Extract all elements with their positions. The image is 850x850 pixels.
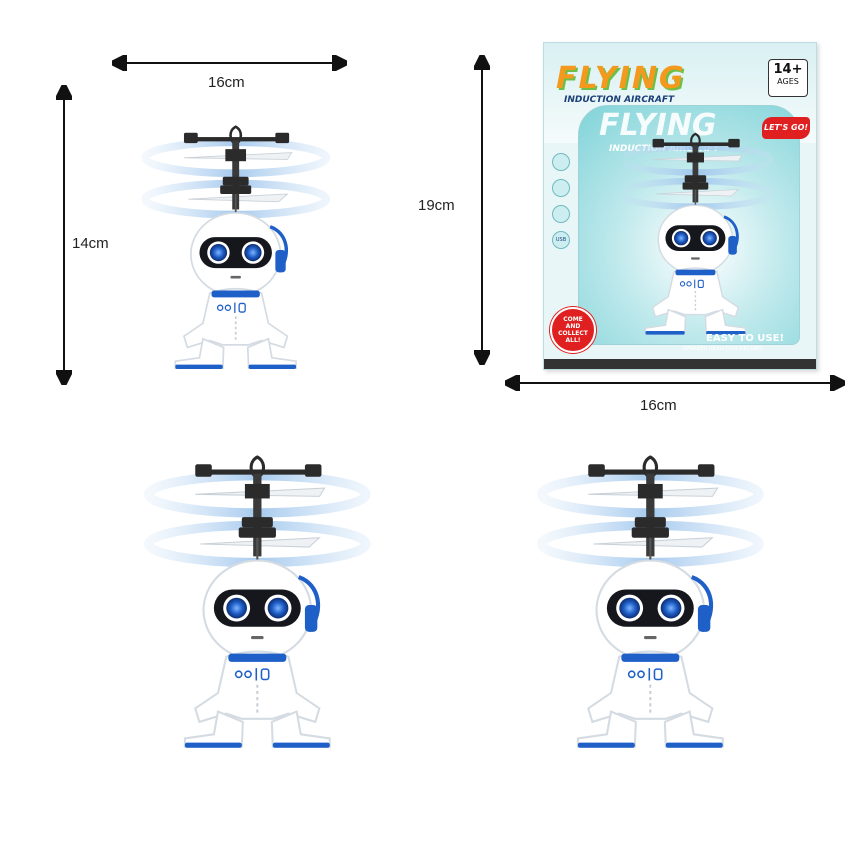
package-brand: FLYING <box>556 61 686 96</box>
box-width-arrow <box>505 375 845 391</box>
robot-image-bottom-left <box>125 455 400 755</box>
age-number: 14+ <box>773 62 803 77</box>
product-package: FLYING INDUCTION AIRCRAFT 14+ AGES FLYIN… <box>543 42 817 370</box>
window-title: FLYING <box>599 108 717 143</box>
package-subtitle: INDUCTION AIRCRAFT <box>564 95 675 105</box>
box-width-label: 16cm <box>640 397 677 414</box>
robot-width-arrow <box>112 55 347 71</box>
feature-icon-3 <box>552 205 570 223</box>
age-label: AGES <box>777 77 799 86</box>
age-badge: 14+ AGES <box>768 59 808 97</box>
robot-height-label: 14cm <box>72 235 109 252</box>
package-window: FLYING INDUCTION AIRCRAFT <box>578 105 800 345</box>
robot-height-arrow <box>56 85 72 385</box>
robot-image-top <box>130 125 350 375</box>
lets-go-badge: LET'S GO! <box>762 117 810 139</box>
easy-to-use-text: EASY TO USE! <box>706 333 785 344</box>
feature-icon-2 <box>552 179 570 197</box>
box-height-label: 19cm <box>418 197 455 214</box>
box-bottom-stripe <box>544 359 816 369</box>
box-height-arrow <box>474 55 490 365</box>
usb-icon: USB <box>552 231 570 249</box>
robot-width-label: 16cm <box>208 74 245 91</box>
collect-badge: COME AND COLLECT ALL! <box>550 307 596 353</box>
feature-icon-1 <box>552 153 570 171</box>
easy-to-use-subtext: INFRARED INDUCTION AIRCRAFT <box>682 346 764 352</box>
robot-image-bottom-right <box>518 455 793 755</box>
window-robot-image <box>624 126 774 345</box>
